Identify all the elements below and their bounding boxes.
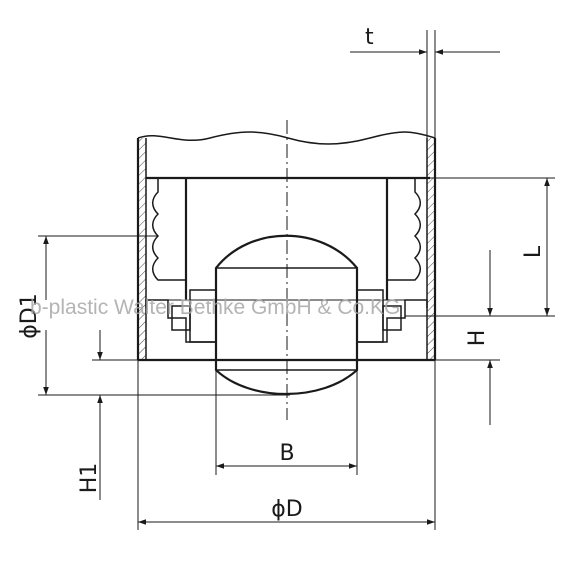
dim-b: B bbox=[215, 370, 358, 475]
dim-b-label: B bbox=[279, 441, 294, 466]
dim-d-label: ϕD bbox=[271, 497, 302, 522]
dim-h-label: H bbox=[465, 330, 490, 347]
dim-d: ϕD bbox=[137, 360, 436, 530]
dim-t-label: t bbox=[365, 25, 374, 50]
ball bbox=[214, 234, 359, 395]
break-line bbox=[137, 131, 436, 145]
dim-d1: ϕD1 bbox=[17, 235, 290, 396]
dim-h1: H1 bbox=[77, 330, 138, 500]
dim-h: H bbox=[435, 250, 500, 425]
dim-l-label: L bbox=[521, 245, 546, 258]
insert-right bbox=[356, 177, 428, 361]
dim-l: L bbox=[405, 177, 555, 317]
dim-h1-label: H1 bbox=[77, 463, 102, 494]
tube-outer-wall bbox=[136, 131, 437, 360]
dim-d1-label: ϕD1 bbox=[17, 293, 42, 338]
dim-t: t bbox=[350, 25, 500, 138]
watermark: b-plastic Walter Bethke GmbH & Co.KG bbox=[30, 296, 400, 319]
